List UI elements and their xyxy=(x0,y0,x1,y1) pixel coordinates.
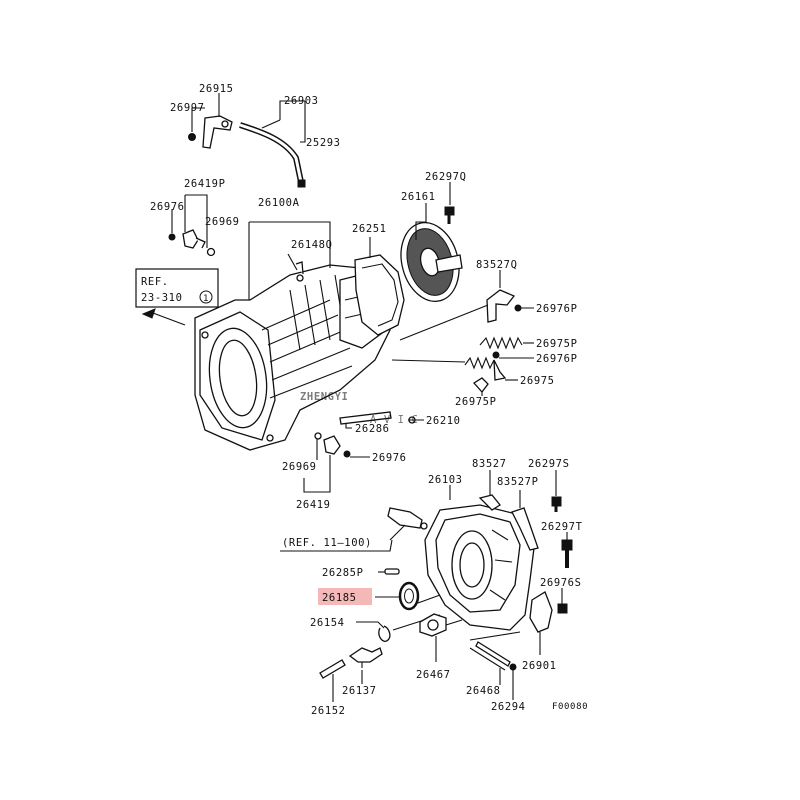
label-26297q: 26297Q xyxy=(425,171,467,183)
label-26915: 26915 xyxy=(199,83,234,95)
transmission-case-26100a xyxy=(194,264,391,451)
ref-box-line1: REF. xyxy=(141,276,169,288)
ref-box-line2: 23-310 xyxy=(141,292,183,304)
bracket-83527p xyxy=(511,507,539,551)
tube-26903 xyxy=(239,122,306,188)
lever-26137 xyxy=(348,647,383,668)
label-26976p-1: 26976P xyxy=(536,303,578,315)
label-26185: 26185 xyxy=(322,592,357,604)
label-26286: 26286 xyxy=(355,423,390,435)
bolt-26297q xyxy=(444,206,455,224)
label-26975p-2: 26975P xyxy=(455,396,497,408)
highlight-box xyxy=(318,588,372,605)
label-26154: 26154 xyxy=(310,617,345,629)
bolt-26297t xyxy=(561,539,573,568)
label-83527p: 83527P xyxy=(497,476,539,488)
spring-26975 xyxy=(464,356,507,381)
ref-box-circle-num: 1 xyxy=(203,294,209,304)
label-26285p: 26285P xyxy=(322,567,364,579)
label-26419: 26419 xyxy=(296,499,331,511)
label-83527: 83527 xyxy=(472,458,507,470)
label-26103: 26103 xyxy=(428,474,463,486)
gasket-26251 xyxy=(354,254,405,336)
label-26976: 26976 xyxy=(150,201,185,213)
bolt-26976s xyxy=(557,603,568,614)
ref-box-23-310: REF. 23-310 1 xyxy=(135,268,219,308)
shaft-26468 xyxy=(469,641,511,671)
bolt-26976p-mid xyxy=(492,351,500,359)
sensor-26419p xyxy=(168,229,216,257)
bracket-83527q xyxy=(486,289,516,323)
label-26294: 26294 xyxy=(491,701,526,713)
spring-26975p xyxy=(479,336,523,350)
clip-26148q xyxy=(295,261,304,275)
bolt-26997 xyxy=(188,133,196,141)
oil-seal-26185 xyxy=(398,581,420,611)
watermark-text: ZHENGYI xyxy=(300,391,348,403)
transfer-adapter-26103 xyxy=(424,504,536,631)
pin-26285p xyxy=(384,568,400,575)
flange-26161 xyxy=(400,222,463,302)
shift-part-26467 xyxy=(419,613,447,637)
label-26997: 26997 xyxy=(170,102,205,114)
label-26976-b: 26976 xyxy=(372,452,407,464)
label-26901: 26901 xyxy=(522,660,557,672)
bolt-26976p-top xyxy=(514,304,522,312)
bracket-83527 xyxy=(478,494,501,511)
ring-26154 xyxy=(378,625,391,642)
sensor-26419 xyxy=(314,432,351,458)
bracket-26915 xyxy=(202,115,233,149)
label-26903: 26903 xyxy=(284,95,319,107)
label-26969-b: 26969 xyxy=(282,461,317,473)
label-26976s: 26976S xyxy=(540,577,582,589)
label-83527q: 83527Q xyxy=(476,259,518,271)
label-25293: 25293 xyxy=(306,137,341,149)
label-26419p: 26419P xyxy=(184,178,226,190)
wire-part-ref-11-100 xyxy=(387,507,428,530)
label-26137: 26137 xyxy=(342,685,377,697)
label-26210: 26210 xyxy=(426,415,461,427)
label-26975p-1: 26975P xyxy=(536,338,578,350)
label-26100a: 26100A xyxy=(258,197,300,209)
label-26297t: 26297T xyxy=(541,521,583,533)
bolt-26297s xyxy=(551,496,562,512)
pin-26152 xyxy=(319,659,346,679)
label-26251: 26251 xyxy=(352,223,387,235)
bolt-26294 xyxy=(509,663,517,671)
bracket-26901 xyxy=(529,591,553,633)
label-26148q: 26148Q xyxy=(291,239,333,251)
label-26969: 26969 xyxy=(205,216,240,228)
label-26468: 26468 xyxy=(466,685,501,697)
clip-26975p xyxy=(473,377,489,394)
watermark-subtext: A V I C xyxy=(370,414,418,426)
label-26467: 26467 xyxy=(416,669,451,681)
label-ref-11-100: (REF. 11—100) xyxy=(282,537,372,549)
figure-code: F00080 xyxy=(552,702,588,712)
label-26152: 26152 xyxy=(311,705,346,717)
pin-26286 xyxy=(339,411,392,425)
label-26297s: 26297S xyxy=(528,458,570,470)
label-26975: 26975 xyxy=(520,375,555,387)
label-26976p-2: 26976P xyxy=(536,353,578,365)
label-26161: 26161 xyxy=(401,191,436,203)
